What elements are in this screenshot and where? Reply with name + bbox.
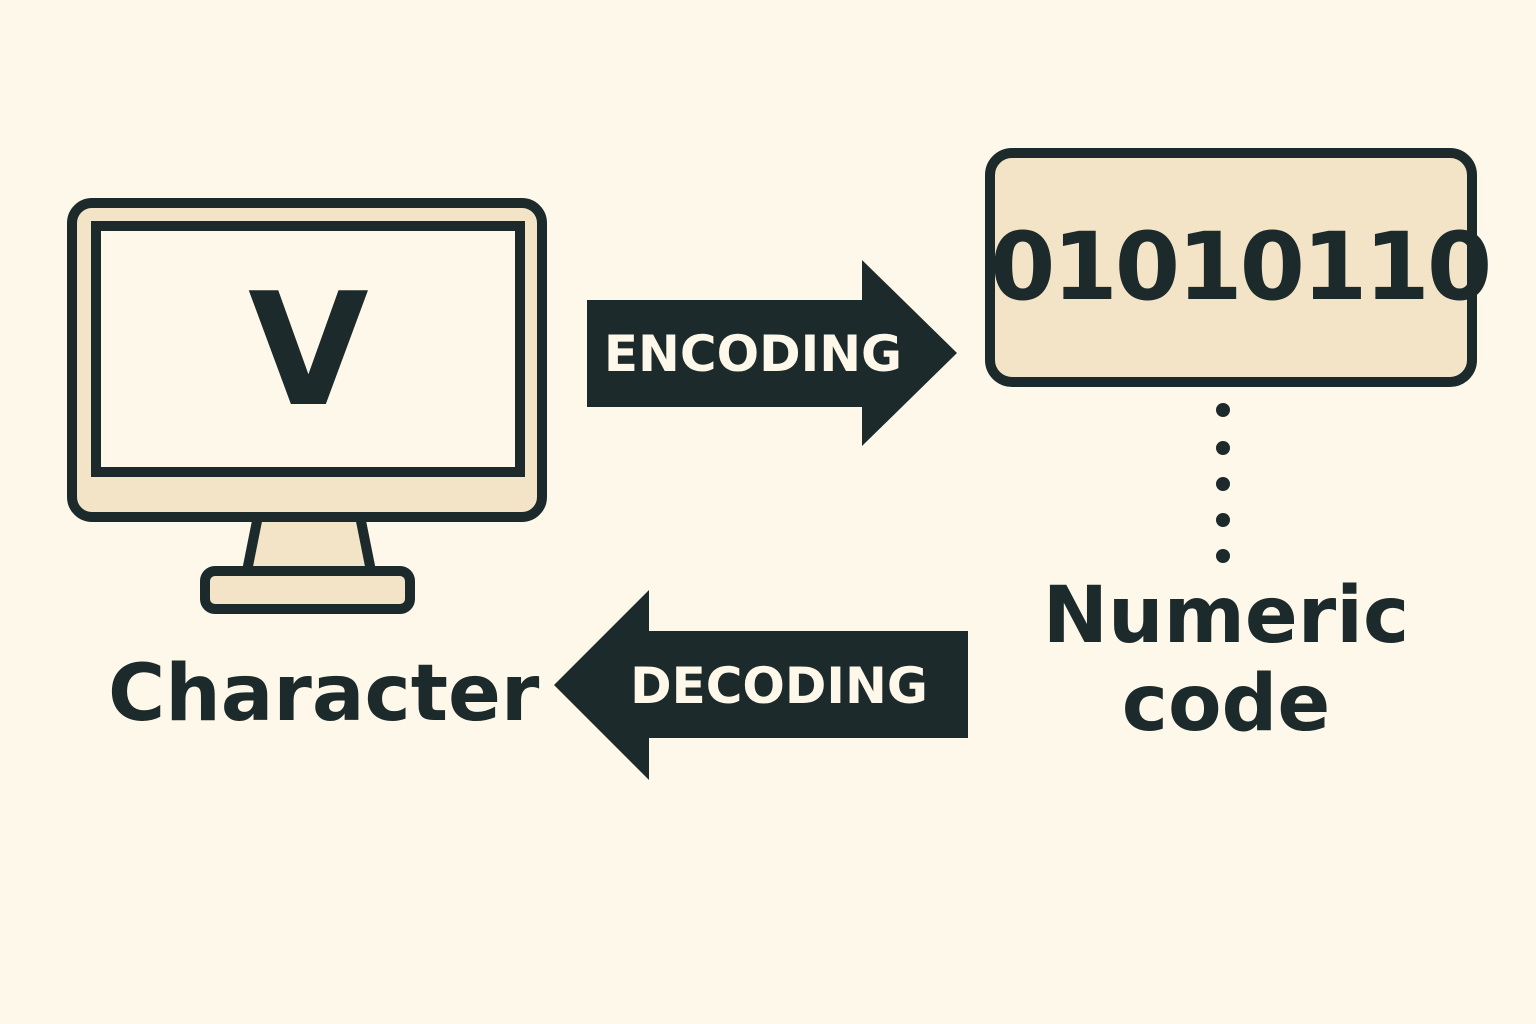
numeric-code-caption: Numeric code bbox=[1020, 572, 1432, 748]
numeric-code-box bbox=[985, 148, 1477, 387]
connector-dot bbox=[1216, 549, 1230, 563]
binary-code-value: 01010110 bbox=[990, 213, 1492, 322]
numeric-code-caption-line1: Numeric bbox=[1042, 571, 1410, 661]
monitor-screen bbox=[91, 221, 525, 477]
decoding-arrow bbox=[554, 590, 968, 780]
decoding-label: DECODING bbox=[630, 657, 928, 715]
encoding-label: ENCODING bbox=[603, 325, 903, 383]
connector-dot bbox=[1216, 403, 1230, 417]
monitor-icon bbox=[67, 198, 547, 614]
monitor-stand-base bbox=[200, 566, 415, 614]
connector-dot bbox=[1216, 441, 1230, 455]
connector-dot bbox=[1216, 513, 1230, 527]
dotted-connector bbox=[1216, 403, 1230, 563]
character-caption: Character bbox=[108, 649, 540, 739]
encoding-arrow bbox=[587, 260, 957, 446]
character-glyph: V bbox=[248, 259, 369, 441]
numeric-code-caption-line2: code bbox=[1121, 659, 1331, 749]
connector-dot bbox=[1216, 477, 1230, 491]
